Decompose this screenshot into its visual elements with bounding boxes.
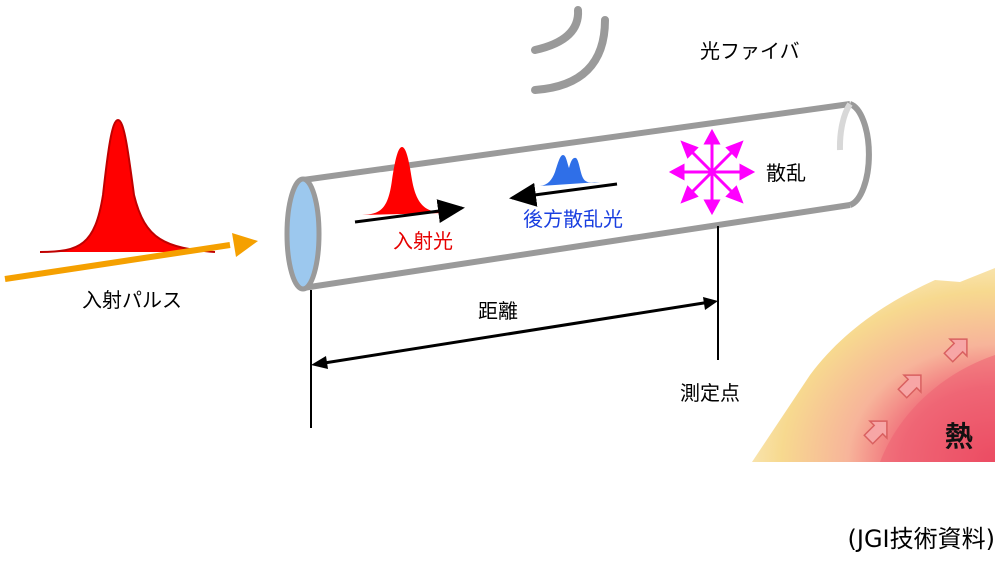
heat-region — [752, 268, 995, 462]
fiber-coil-arc-outer — [531, 16, 609, 94]
distance-measurement — [310, 226, 719, 428]
fiber-coil-arc — [531, 6, 583, 54]
fiber-end-face — [284, 176, 322, 292]
backscatter-arrow — [509, 182, 618, 207]
heat-label: 熱 — [945, 420, 973, 453]
optical-fiber-tube — [284, 101, 872, 292]
incident-direction-arrow — [4, 233, 258, 282]
heat-arrow-icon — [863, 338, 968, 445]
source-credit: (JGI技術資料) — [848, 525, 995, 553]
incident-light-pulse-icon — [362, 147, 445, 215]
scatter-starburst-icon — [668, 128, 756, 216]
scatter-label: 散乱 — [766, 161, 806, 185]
measurement-point-label: 測定点 — [680, 381, 740, 405]
fiber-label: 光ファイバ — [700, 39, 800, 63]
incident-pulse-icon — [39, 118, 216, 253]
distance-label: 距離 — [478, 299, 518, 323]
backscatter-pulse-icon — [540, 155, 600, 186]
incident-light-arrow — [354, 199, 465, 224]
backscatter-label: 後方散乱光 — [523, 207, 623, 231]
incident-light-label: 入射光 — [393, 229, 453, 253]
incident-pulse-label: 入射パルス — [82, 288, 182, 312]
